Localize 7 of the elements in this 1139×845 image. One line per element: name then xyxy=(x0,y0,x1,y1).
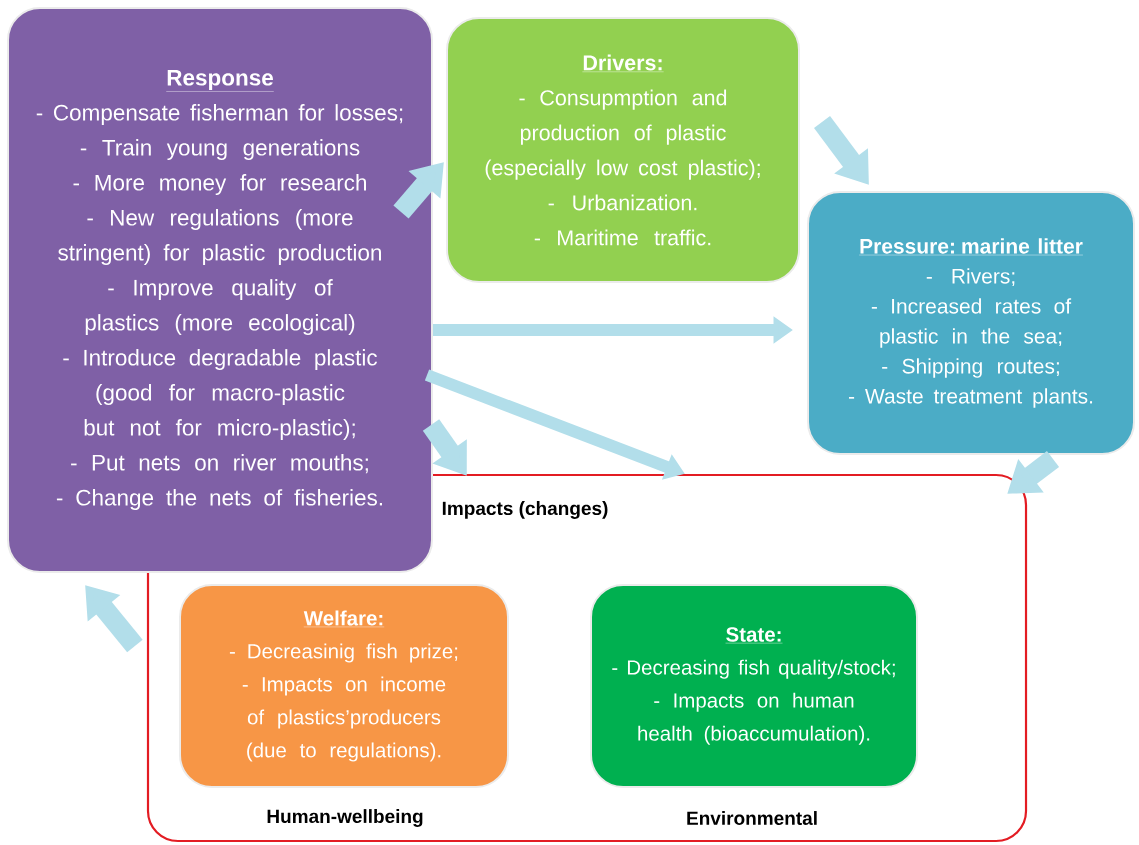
pressure-box: Pressure: marine litter - Rivers; - Increased rates of plastic in the sea; - Shipping routes; - Waste treatment plants. xyxy=(807,191,1135,455)
welfare-box: Welfare: - Decreasinig fish prize; - Impacts on income of plastics’producers (due to regulations). xyxy=(179,584,509,788)
state-box: State: - Decreasing fish quality/stock; - Impacts on human health (bioaccumulation). xyxy=(590,584,918,788)
group-label: Environmental xyxy=(687,811,817,825)
drivers-box: Drivers: - Consupmption and production of plastic (especially low cost plastic); - Urbanization. - Maritime traffic. xyxy=(446,17,800,283)
response-box: Response - Compensate fisherman for losses; - Train young generations - More money for research - New regulations (more stringent) for plastic production - Improve quality of plastics (more ecological) - Introduce degradable plastic (good for macro-plastic but not for micro-plastic); - Put nets on river mouths; - Change the nets of fisheries. xyxy=(7,7,433,573)
group-label: Human-wellbeing xyxy=(267,809,423,827)
